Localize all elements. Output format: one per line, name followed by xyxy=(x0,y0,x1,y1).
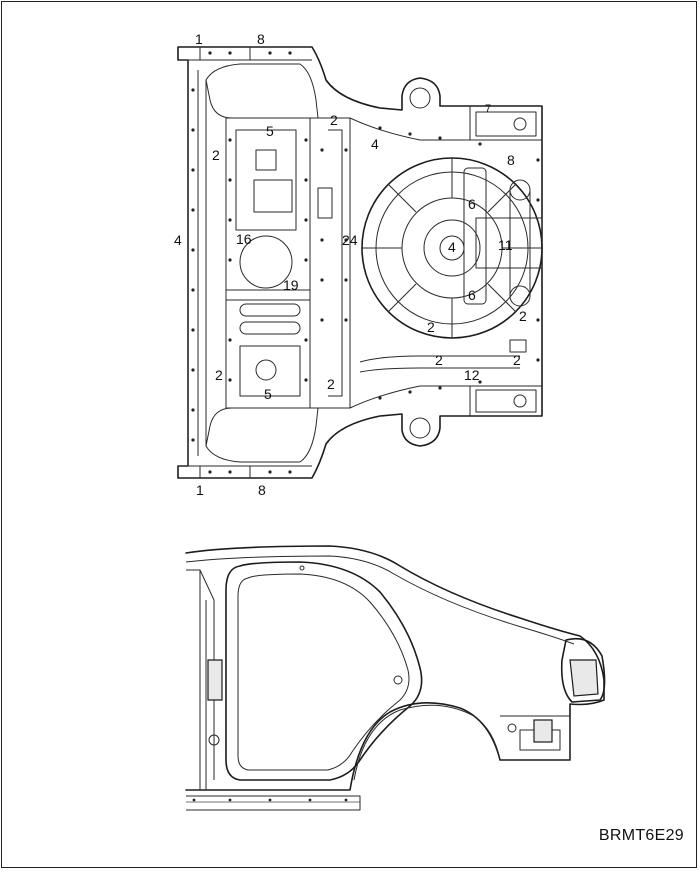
rear-floor-top-view: 1 8 2 5 4 7 8 2 4 16 24 6 4 11 19 6 2 2 … xyxy=(174,31,543,498)
callout-5-top: 5 xyxy=(266,123,274,139)
callout-2-left-bottom: 2 xyxy=(215,367,223,383)
rear-quarter-side-view xyxy=(185,545,606,811)
callout-labels: 1 8 2 5 4 7 8 2 4 16 24 6 4 11 19 6 2 2 … xyxy=(174,31,527,498)
figure-code: BRMT6E29 xyxy=(598,827,684,844)
callout-8-bottom: 8 xyxy=(258,482,266,498)
callout-2-low-c: 2 xyxy=(327,376,335,392)
callout-2-left-top: 2 xyxy=(212,147,220,163)
callout-12: 12 xyxy=(464,367,480,383)
callout-2-right: 2 xyxy=(519,308,527,324)
callout-5-bottom: 5 xyxy=(264,386,272,402)
callout-16: 16 xyxy=(236,231,252,247)
callout-2-mid: 2 xyxy=(427,319,435,335)
callout-8-top: 8 xyxy=(257,31,265,47)
callout-2: 2 xyxy=(330,112,338,128)
callout-1-top: 1 xyxy=(195,31,203,47)
callout-4: 4 xyxy=(371,136,379,152)
callout-1-bottom: 1 xyxy=(196,482,204,498)
callout-2-low-b: 2 xyxy=(513,352,521,368)
callout-24: 24 xyxy=(342,232,358,248)
callout-11: 11 xyxy=(498,237,513,253)
callout-6-top: 6 xyxy=(468,196,476,212)
weld-points xyxy=(191,51,540,474)
callout-2-low-a: 2 xyxy=(435,352,443,368)
callout-4-center: 4 xyxy=(448,239,456,255)
callout-6-bottom: 6 xyxy=(468,287,476,303)
callout-19: 19 xyxy=(283,277,299,293)
callout-4-left: 4 xyxy=(174,232,182,248)
callout-8-right: 8 xyxy=(507,152,515,168)
callout-7: 7 xyxy=(485,103,491,115)
